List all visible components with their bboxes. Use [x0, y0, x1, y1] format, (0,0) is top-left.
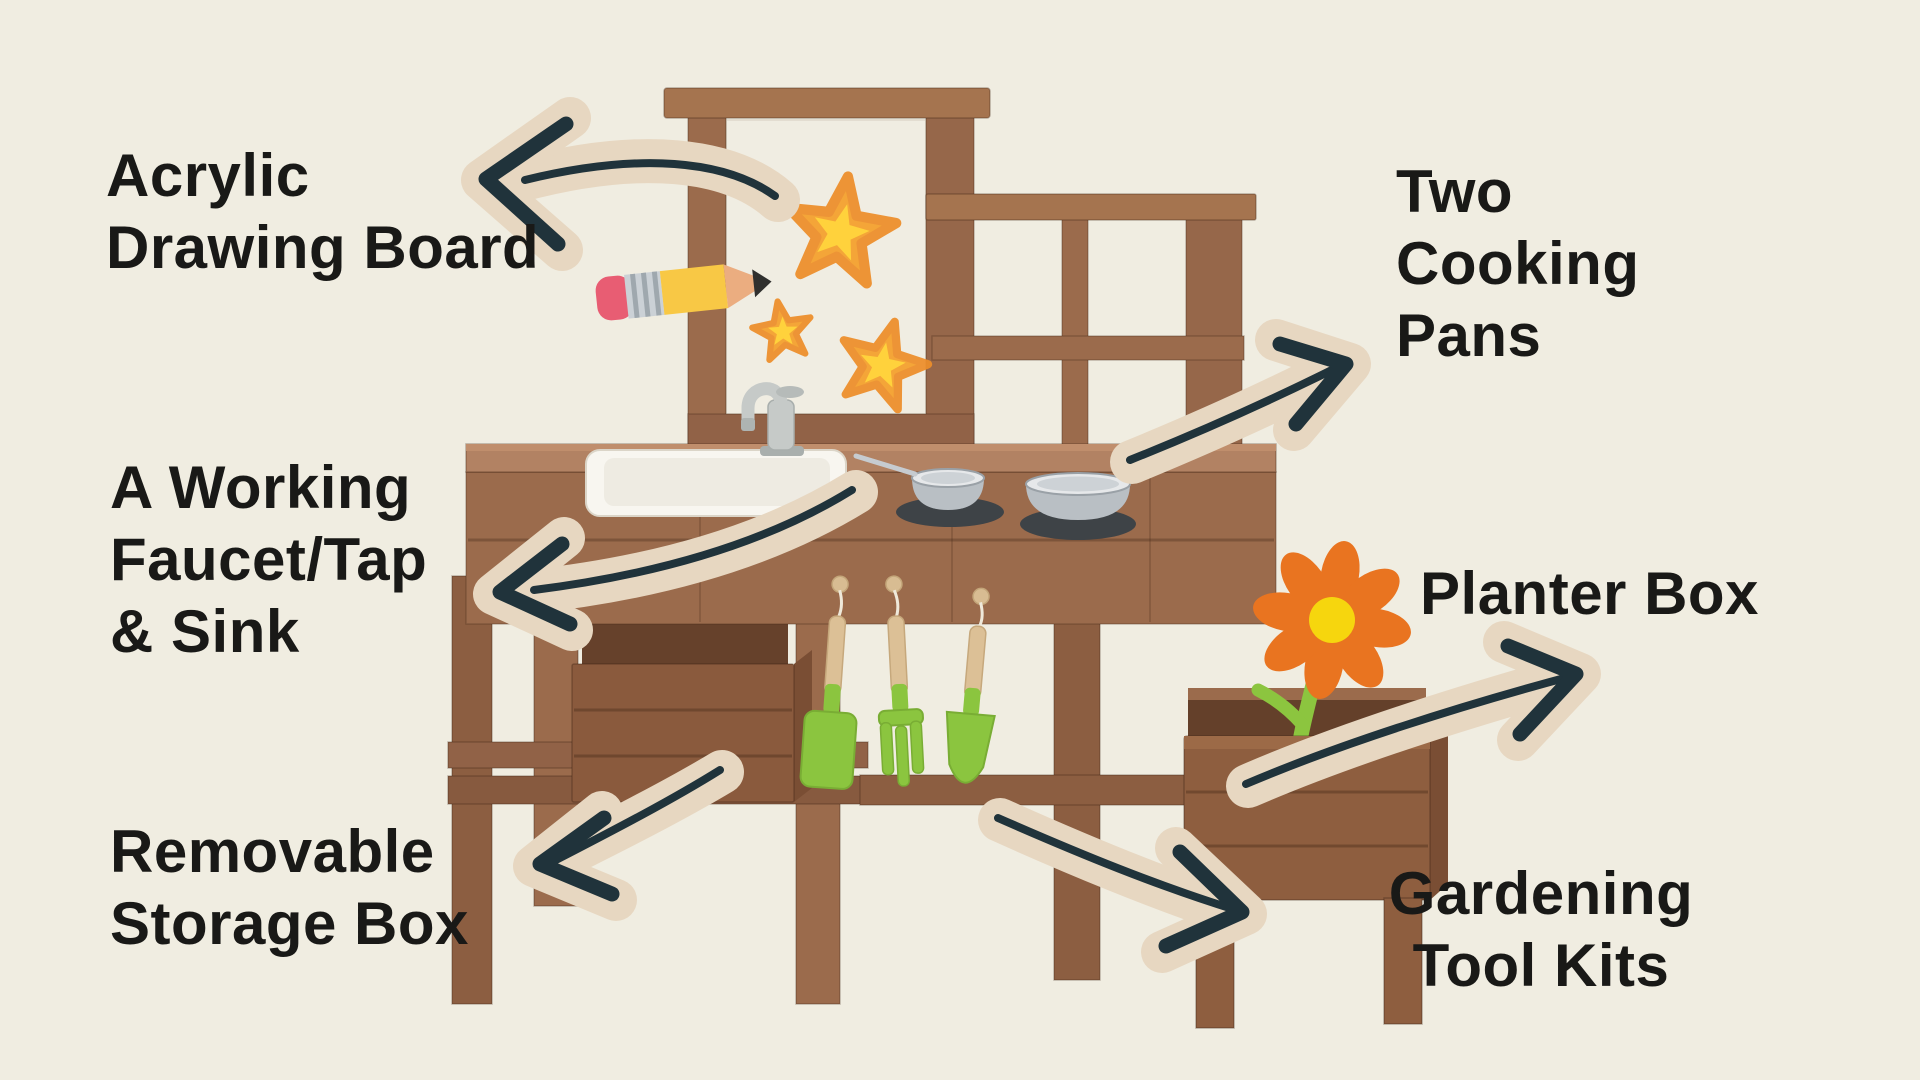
- label-working-faucet-sink: A Working Faucet/Tap & Sink: [110, 454, 428, 665]
- annotation-arrows: [461, 97, 1601, 973]
- burner-pad: [1020, 508, 1136, 540]
- label-acrylic-drawing-board: Acrylic Drawing Board: [106, 142, 540, 281]
- faucet: [741, 382, 804, 456]
- arrow-pans-icon: [1110, 319, 1371, 484]
- hanging-tools: [799, 575, 996, 790]
- arrow-faucet-icon: [473, 470, 878, 651]
- cooking-pans: [853, 453, 1187, 540]
- burner-pad: [896, 497, 1004, 527]
- label-removable-storage-box: Removable Storage Box: [110, 818, 469, 957]
- arrow-acrylic-icon: [461, 97, 800, 271]
- arrow-gardening-icon: [978, 798, 1267, 973]
- pencil-icon: [595, 264, 772, 321]
- arrow-planter-icon: [1226, 621, 1601, 808]
- label-planter-box: Planter Box: [1420, 560, 1759, 627]
- sink: [585, 449, 847, 517]
- arrow-storage-icon: [513, 750, 744, 921]
- label-gardening-tool-kits: Gardening Tool Kits: [1388, 860, 1694, 999]
- label-two-cooking-pans: Two Cooking Pans: [1396, 158, 1640, 369]
- flower-doodle: [1251, 541, 1411, 776]
